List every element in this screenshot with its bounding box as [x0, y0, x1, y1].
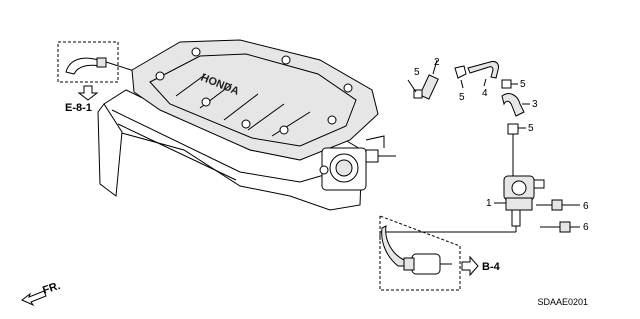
callout-5b: 5	[459, 92, 465, 103]
clamp-lower: 5	[507, 123, 534, 176]
part-4-pipe: 4	[467, 61, 499, 99]
callout-2: 2	[434, 57, 440, 68]
inset-e81: E-8-1	[57, 41, 151, 114]
diagram-code: SDAAE0201	[537, 297, 588, 307]
ref-fr: FR.	[41, 280, 62, 297]
part-1-valve: 1	[486, 175, 545, 232]
b4-arrow-icon	[461, 255, 479, 277]
clamp-top: 5	[454, 65, 467, 103]
callout-6b: 6	[583, 222, 589, 233]
part-3-hose: 3	[501, 93, 538, 117]
e81-arrow-icon	[77, 85, 99, 101]
part-2-hose: 2 5	[407, 57, 440, 100]
inset-b4: B-4	[379, 215, 501, 291]
callout-5c: 5	[520, 79, 526, 90]
front-arrow-icon	[21, 290, 47, 307]
callout-5d: 5	[528, 123, 534, 134]
callout-5a: 5	[414, 67, 420, 78]
callout-1: 1	[486, 198, 492, 209]
clamp-right: 5	[501, 79, 526, 90]
callout-3: 3	[532, 99, 538, 110]
part-6-bolts: 6 6	[536, 199, 589, 233]
ref-e81: E-8-1	[65, 102, 92, 114]
front-indicator: FR.	[21, 280, 62, 307]
callout-4: 4	[482, 88, 488, 99]
callout-6a: 6	[583, 201, 589, 212]
intake-manifold: HONDA	[97, 39, 396, 211]
ref-b4: B-4	[482, 261, 501, 273]
